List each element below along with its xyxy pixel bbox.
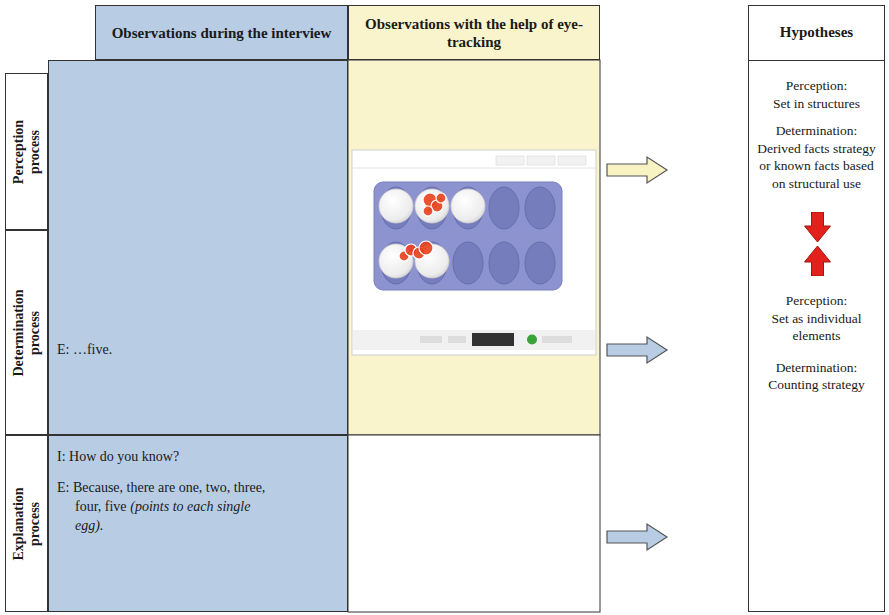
row-label: Explanation process — [5, 435, 48, 612]
column-heading: Observations with the help of eye-tracki… — [357, 15, 591, 51]
row-label-text: Explanation process — [10, 474, 42, 574]
row-label-text: Perception process — [10, 102, 42, 202]
hypothesis-label: Determination: — [752, 122, 881, 140]
block-arrow — [607, 337, 667, 363]
up-arrow — [805, 246, 831, 276]
column-header: Observations during the interview — [95, 5, 348, 60]
row-label: Perception process — [5, 73, 48, 230]
down-arrow — [805, 212, 831, 242]
hypothesis-text: Counting strategy — [752, 376, 881, 394]
eye-tracking-screenshot — [352, 150, 596, 355]
row-label: Determination process — [5, 230, 48, 435]
hypothesis-label: Perception: — [752, 77, 881, 95]
transcript-line: E: …five. — [57, 341, 112, 360]
hypothesis-text: Set as individual elements — [752, 310, 881, 345]
column-heading: Observations during the interview — [112, 24, 332, 42]
answer-paragraph: E: Because, there are one, two, three, f… — [57, 479, 280, 536]
hypothesis-label: Determination: — [752, 359, 881, 377]
column-header: Observations with the help of eye-tracki… — [348, 5, 600, 60]
opposition-arrows — [752, 212, 881, 276]
interview-cell: I: How do you know? E: Because, there are… — [48, 435, 348, 612]
red-arrows — [752, 212, 883, 276]
block-arrow — [607, 524, 667, 550]
hypothesis-text: Set in structures — [752, 95, 881, 113]
interview-cell: E: …five. — [48, 60, 348, 435]
eye-tracking-cell — [348, 60, 600, 435]
hypothesis-text: Derived facts strategy or known facts ba… — [752, 140, 881, 193]
block-arrow — [607, 157, 667, 183]
empty-cell — [348, 435, 600, 612]
hypothesis-label: Perception: — [752, 292, 881, 310]
interviewer-question: I: How do you know? — [57, 448, 280, 467]
row-label-text: Determination process — [10, 283, 42, 383]
hypotheses-panel: HypothesesPerception:Set in structuresDe… — [748, 5, 885, 612]
panel-heading: Hypotheses — [749, 6, 884, 61]
